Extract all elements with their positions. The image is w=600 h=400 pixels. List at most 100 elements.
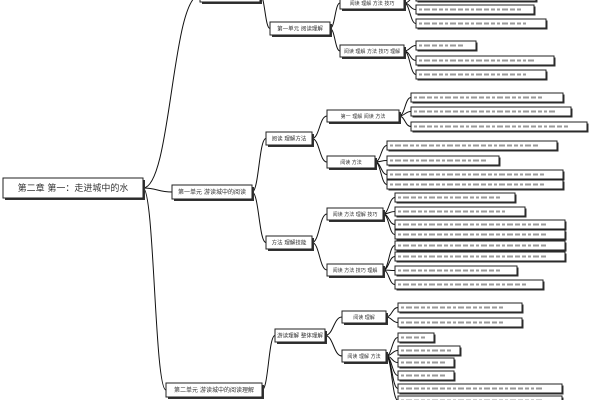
topic-node-8[interactable]: 阅读 理解 方法 (341, 349, 388, 364)
leaf-node-22[interactable] (397, 302, 524, 314)
leaf-node-24[interactable] (397, 332, 436, 344)
leaf-node-17[interactable] (394, 229, 567, 241)
leaf-box (394, 251, 566, 262)
leaf-text-stroke (450, 44, 456, 47)
leaf-text-stroke (432, 73, 437, 76)
topic-node-2[interactable]: 阅读 理解 方法 技巧 理解 (339, 44, 406, 59)
leaf-node-4[interactable] (415, 40, 478, 52)
root-node[interactable]: 第二章 第一：走进城中的水 (2, 177, 145, 200)
leaf-text-stroke (476, 233, 479, 236)
leaf-text-stroke (450, 233, 453, 236)
leaf-text-stroke (414, 110, 417, 113)
leaf-node-3[interactable] (415, 18, 548, 30)
leaf-node-25[interactable] (397, 345, 462, 357)
leaf-node-12[interactable] (386, 169, 565, 181)
leaf-text-stroke (414, 321, 419, 324)
topic-node-1[interactable]: 阅读 理解 方法 技巧 (339, 0, 406, 11)
leaf-node-29[interactable] (397, 395, 564, 400)
leaf-box (394, 219, 566, 230)
leaf-text-stroke (427, 361, 430, 364)
leaf-text-stroke (440, 361, 445, 364)
leaf-text-stroke (437, 283, 442, 286)
leaf-node-14[interactable] (394, 192, 517, 204)
leaf-node-16[interactable] (394, 219, 567, 231)
leaf-text-stroke (541, 233, 546, 236)
leaf-text-stroke (522, 255, 526, 258)
leaf-node-28[interactable] (397, 383, 564, 395)
leaf-text-stroke (450, 8, 456, 11)
leaf-text-stroke (505, 96, 510, 99)
leaf-text-stroke (533, 183, 538, 186)
leaf-text-stroke (488, 144, 492, 147)
leaf-text-stroke (517, 59, 521, 62)
leaf-text-stroke (440, 321, 445, 324)
leaf-text-stroke (499, 387, 503, 390)
topic-node-6[interactable]: 阅读 方法 技巧 理解 (326, 263, 385, 278)
topic-node-4[interactable]: 阅读 方法 (326, 155, 377, 170)
leaf-text-stroke (427, 387, 430, 390)
leaf-text-stroke (510, 59, 515, 62)
leaf-text-stroke (401, 387, 404, 390)
leaf-text-stroke (468, 159, 471, 162)
leaf-node-21[interactable] (394, 279, 545, 291)
branch-node-1[interactable] (199, 0, 262, 4)
leaf-node-9[interactable] (410, 121, 589, 133)
leaf-node-26[interactable] (397, 357, 456, 369)
leaf-text-stroke (442, 144, 445, 147)
leaf-text-stroke (437, 244, 442, 247)
leaf-text-stroke (479, 110, 484, 113)
leaf-node-13[interactable] (386, 179, 565, 191)
leaf-text-stroke (533, 233, 539, 236)
branch-node-2[interactable]: 第一单元 游读城中的阅读 (171, 184, 254, 201)
leaf-text-stroke (502, 59, 508, 62)
leaf-node-18[interactable] (394, 240, 567, 252)
leaf-text-stroke (429, 223, 435, 226)
leaf-text-stroke (401, 349, 404, 352)
leaf-text-stroke (523, 125, 529, 128)
leaf-text-stroke (421, 321, 425, 324)
leaf-text-stroke (528, 255, 531, 258)
leaf-node-11[interactable] (386, 155, 501, 167)
leaf-text-stroke (507, 223, 513, 226)
leaf-node-1[interactable] (415, 0, 538, 3)
leaf-text-stroke (403, 196, 409, 199)
leaf-node-15[interactable] (394, 206, 527, 218)
leaf-node-8[interactable] (410, 106, 573, 118)
leaf-node-7[interactable] (410, 92, 565, 104)
leaf-text-stroke (496, 233, 500, 236)
leaf-text-stroke (505, 110, 510, 113)
sub-branch-node-1[interactable]: 第一单元 阅读理解 (269, 21, 332, 37)
topic-node-3[interactable]: 第一 理解 阅读 方法 (326, 109, 401, 124)
leaf-text-stroke (465, 22, 469, 25)
topic-node-5[interactable]: 阅读 方法 理解 技巧 (326, 207, 385, 222)
leaf-node-19[interactable] (394, 251, 567, 263)
leaf-text-stroke (462, 144, 466, 147)
leaf-text-stroke (424, 233, 427, 236)
sub-branch-node-4[interactable]: 游读理解 整体理解 (274, 328, 327, 344)
leaf-text-stroke (455, 144, 460, 147)
leaf-node-27[interactable] (397, 370, 456, 382)
leaf-node-23[interactable] (397, 317, 524, 329)
leaf-text-stroke (440, 349, 445, 352)
leaf-text-stroke (497, 73, 500, 76)
leaf-text-stroke (416, 144, 419, 147)
leaf-text-stroke (406, 306, 412, 309)
leaf-box (397, 357, 455, 368)
sub-branch-node-2[interactable]: 阅读 理解方法 (265, 131, 314, 147)
leaf-text-stroke (481, 223, 487, 226)
leaf-text-stroke (528, 223, 531, 226)
leaf-text-stroke (496, 196, 500, 199)
leaf-text-stroke (447, 173, 453, 176)
leaf-text-stroke (403, 283, 409, 286)
leaf-node-5[interactable] (415, 55, 556, 67)
leaf-node-20[interactable] (394, 265, 519, 277)
leaf-box (397, 370, 455, 381)
leaf-node-2[interactable] (415, 4, 536, 16)
branch-node-3[interactable]: 第二单元 游读城中的阅读理解 (165, 382, 264, 399)
leaf-node-6[interactable] (415, 69, 548, 81)
leaf-text-stroke (455, 244, 461, 247)
sub-branch-node-3[interactable]: 方法 理解技能 (265, 235, 314, 251)
leaf-node-10[interactable] (386, 140, 559, 152)
topic-node-7[interactable]: 阅读 理解 (341, 310, 388, 325)
